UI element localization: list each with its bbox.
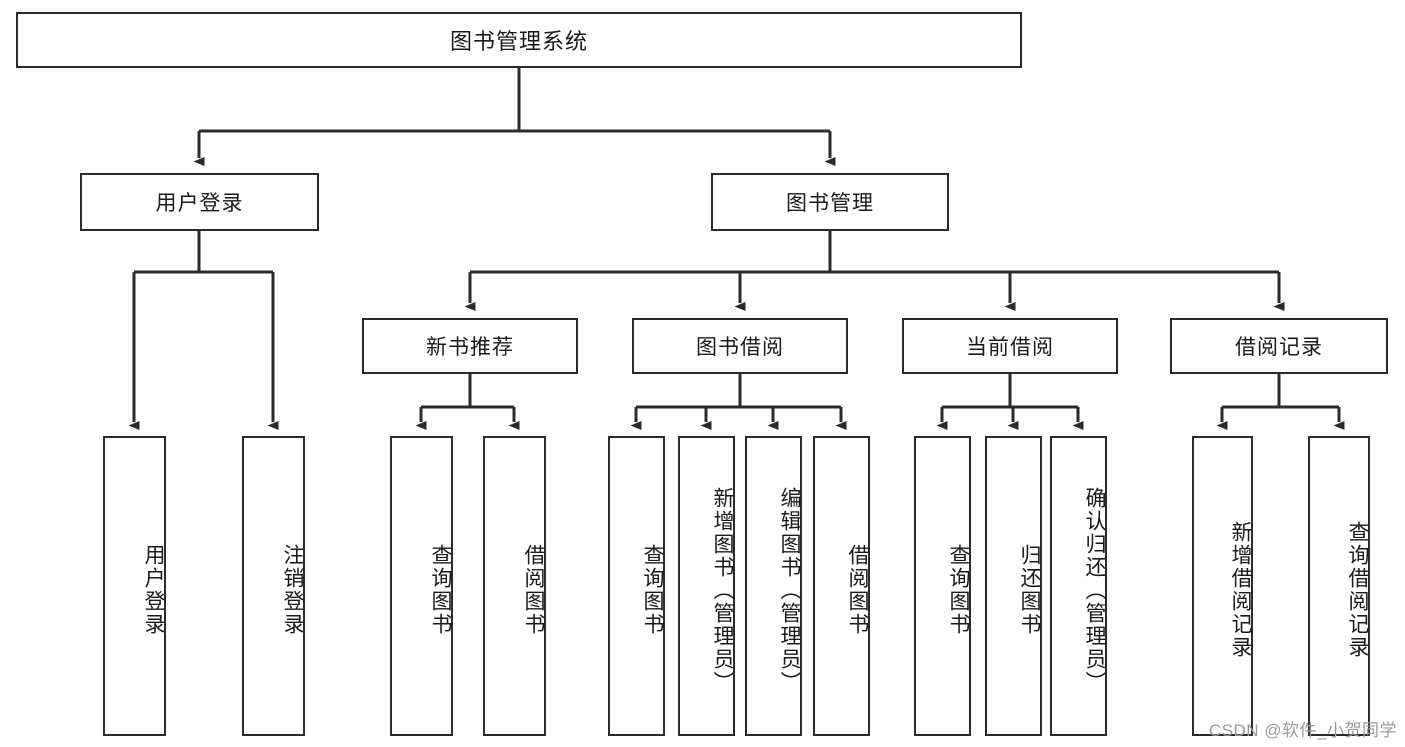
node-leaf-query-book-3[interactable]: 查询图书 bbox=[914, 436, 971, 736]
node-book-borrow-label: 图书借阅 bbox=[696, 336, 784, 359]
node-user-login-label: 用户登录 bbox=[155, 192, 244, 215]
node-leaf-query-record[interactable]: 查询借阅记录 bbox=[1308, 436, 1370, 736]
node-root-label: 图书管理系统 bbox=[449, 29, 588, 54]
node-leaf-query-record-label: 查询借阅记录 bbox=[1346, 521, 1369, 659]
node-leaf-query-book-2[interactable]: 查询图书 bbox=[608, 436, 665, 736]
node-leaf-query-book-2-label: 查询图书 bbox=[641, 544, 664, 636]
node-leaf-return-book-label: 归还图书 bbox=[1018, 544, 1041, 636]
node-leaf-add-record[interactable]: 新增借阅记录 bbox=[1192, 436, 1253, 736]
node-leaf-logout-label: 注销登录 bbox=[281, 544, 304, 636]
node-leaf-user-login-label: 用户登录 bbox=[142, 544, 165, 636]
node-leaf-query-book-1[interactable]: 查询图书 bbox=[390, 436, 453, 736]
node-book-management[interactable]: 图书管理 bbox=[711, 173, 949, 231]
node-leaf-logout[interactable]: 注销登录 bbox=[242, 436, 305, 736]
watermark: CSDN @软件_小贺同学 bbox=[1208, 721, 1397, 740]
node-book-management-label: 图书管理 bbox=[786, 192, 874, 215]
node-root[interactable]: 图书管理系统 bbox=[16, 12, 1022, 68]
node-leaf-borrow-book-1[interactable]: 借阅图书 bbox=[483, 436, 546, 736]
node-new-book-recommend[interactable]: 新书推荐 bbox=[362, 318, 578, 374]
node-leaf-borrow-book-2-label: 借阅图书 bbox=[846, 544, 869, 636]
node-borrow-record[interactable]: 借阅记录 bbox=[1170, 318, 1388, 374]
node-leaf-edit-book-label: 编辑图书（管理员） bbox=[778, 486, 801, 694]
node-new-book-recommend-label: 新书推荐 bbox=[426, 336, 514, 359]
node-leaf-user-login[interactable]: 用户登录 bbox=[103, 436, 166, 736]
node-leaf-edit-book[interactable]: 编辑图书（管理员） bbox=[745, 436, 802, 736]
node-leaf-query-book-3-label: 查询图书 bbox=[947, 544, 970, 636]
node-current-borrow-label: 当前借阅 bbox=[966, 336, 1054, 359]
node-leaf-add-record-label: 新增借阅记录 bbox=[1229, 521, 1252, 659]
node-leaf-confirm-return[interactable]: 确认归还（管理员） bbox=[1050, 436, 1107, 736]
node-user-login[interactable]: 用户登录 bbox=[80, 173, 319, 231]
node-leaf-add-book-label: 新增图书（管理员） bbox=[711, 486, 734, 694]
node-current-borrow[interactable]: 当前借阅 bbox=[902, 318, 1118, 374]
node-leaf-add-book[interactable]: 新增图书（管理员） bbox=[678, 436, 735, 736]
node-leaf-borrow-book-1-label: 借阅图书 bbox=[522, 544, 545, 636]
node-leaf-query-book-1-label: 查询图书 bbox=[429, 544, 452, 636]
node-borrow-record-label: 借阅记录 bbox=[1235, 336, 1323, 359]
node-book-borrow[interactable]: 图书借阅 bbox=[632, 318, 848, 374]
node-leaf-return-book[interactable]: 归还图书 bbox=[985, 436, 1042, 736]
node-leaf-confirm-return-label: 确认归还（管理员） bbox=[1083, 486, 1106, 694]
node-leaf-borrow-book-2[interactable]: 借阅图书 bbox=[813, 436, 870, 736]
